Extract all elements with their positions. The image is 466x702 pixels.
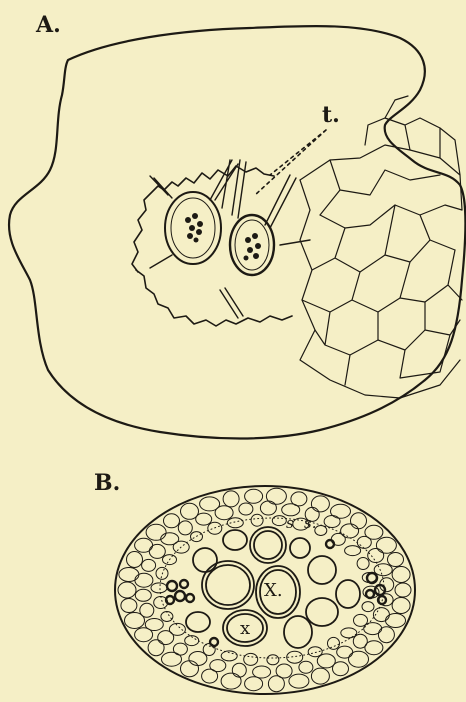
cortex-cell xyxy=(315,526,327,536)
cortex-cell xyxy=(118,582,136,598)
cortex-cell xyxy=(239,503,253,515)
cortex-cell xyxy=(142,559,156,571)
cortex-cell xyxy=(267,655,279,665)
cortex-cell xyxy=(148,640,164,656)
cortex-cell xyxy=(119,568,139,582)
cortex-cell xyxy=(317,654,335,668)
cortex-cell xyxy=(121,599,137,613)
cortex-cell xyxy=(169,623,185,635)
cortex-cell xyxy=(181,661,199,677)
cortex-cell xyxy=(289,674,309,688)
cortex-cell xyxy=(392,567,410,583)
cortex-cell xyxy=(276,664,292,678)
cortex-cell xyxy=(266,488,286,504)
cortex-cell xyxy=(162,652,182,666)
cortex-cell xyxy=(173,643,187,655)
cortex-cell xyxy=(368,549,384,563)
cortex-cell xyxy=(191,532,203,542)
cortex-cell xyxy=(324,516,340,528)
cortex-cell xyxy=(253,666,271,678)
cortex-cell xyxy=(221,673,241,689)
cortex-cell xyxy=(341,628,357,638)
panel-a-label: A. xyxy=(36,14,61,36)
cortex-cell xyxy=(244,653,258,665)
cortex-cell xyxy=(208,522,222,534)
cortex-cell xyxy=(196,513,212,525)
cortex-cell xyxy=(374,564,392,576)
cortex-cell xyxy=(272,516,286,526)
cortex-cell xyxy=(178,521,192,535)
panel-b-label-s2: s. xyxy=(304,516,316,531)
cortex-cell xyxy=(145,619,163,631)
cortex-cell xyxy=(328,637,340,649)
cortex-cell xyxy=(223,491,239,507)
panel-a-annotation-t: t. xyxy=(322,104,340,126)
cortex-cell xyxy=(227,518,243,528)
cortex-cell xyxy=(311,668,329,684)
cortex-cell xyxy=(357,536,371,548)
cortex-cell xyxy=(149,544,165,558)
panel-b-label: B. xyxy=(94,472,120,494)
cortex-cell xyxy=(376,537,396,553)
cortex-cell xyxy=(357,558,369,570)
cortex-cell xyxy=(135,573,153,587)
cortex-cell xyxy=(161,612,173,622)
cortex-cell xyxy=(337,646,353,658)
cortex-cell xyxy=(311,496,329,512)
cortex-cell xyxy=(388,553,404,567)
cortex-cell xyxy=(146,524,166,540)
cortex-cell xyxy=(210,660,226,672)
cortex-cell xyxy=(345,546,361,556)
cortex-cell xyxy=(245,677,263,691)
cortex-cell xyxy=(392,598,410,614)
cortex-cell xyxy=(351,513,367,529)
cortex-cell xyxy=(251,514,263,526)
cortex-cell xyxy=(232,663,246,677)
cortex-cell xyxy=(140,603,154,617)
cortex-cell xyxy=(151,583,167,593)
cortex-cell xyxy=(127,552,143,568)
cortex-cell xyxy=(260,501,276,515)
cortex-cell xyxy=(299,661,313,673)
panel-b-label-s1: s xyxy=(286,516,294,531)
cortex-cell xyxy=(349,651,369,667)
cortex-cell xyxy=(215,506,233,520)
cortex-cell xyxy=(354,614,368,626)
panel-b-label-x-upper: X. xyxy=(264,582,283,600)
cortex-cell xyxy=(135,589,151,601)
cortex-cell xyxy=(331,504,351,518)
cortex-cell xyxy=(287,651,303,663)
cortex-cell xyxy=(378,627,394,643)
cortex-cell xyxy=(245,489,263,503)
cortex-cell xyxy=(386,614,406,628)
panel-b-label-x-lower: x xyxy=(240,620,250,638)
cortex-cell xyxy=(164,514,180,528)
cortex-cell xyxy=(395,583,411,597)
cortex-cell xyxy=(362,602,374,612)
